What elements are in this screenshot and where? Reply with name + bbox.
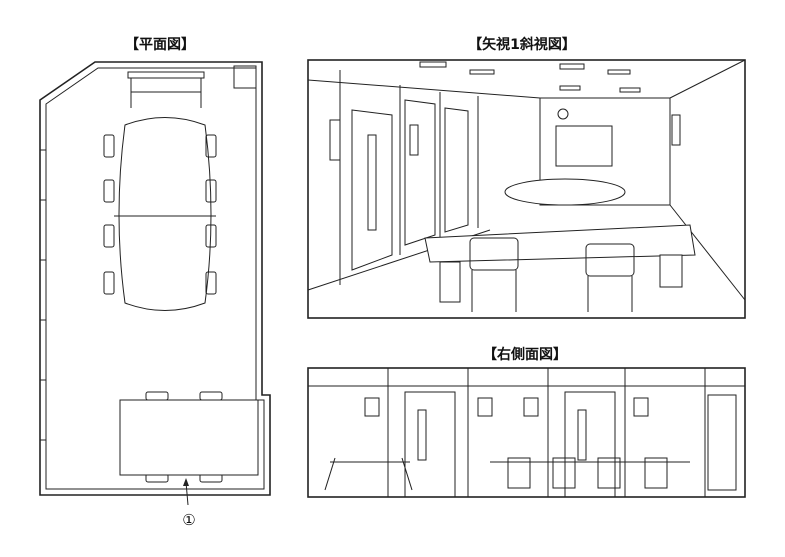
- oval-table-perspective: [504, 178, 626, 206]
- viewpoint-marker-label: ①: [182, 511, 196, 529]
- plan-view-title: 【平面図】: [125, 37, 195, 53]
- whiteboard-perspective: [555, 108, 681, 167]
- perspective-drawing: [307, 59, 746, 319]
- doors-left-wall: [329, 70, 479, 285]
- oval-table-plan: [114, 117, 216, 311]
- whiteboard-plan: [127, 71, 205, 108]
- floor-plan: [39, 61, 271, 506]
- chairs-perspective: [469, 237, 635, 312]
- side-elevation: [307, 367, 746, 498]
- front-table-perspective: [424, 224, 696, 303]
- ceiling-lights: [419, 61, 641, 93]
- side-view-title: 【右側面図】: [483, 347, 567, 363]
- wall-fixtures-plan: [40, 149, 46, 441]
- perspective-view-title: 【矢視1斜視図】: [468, 37, 576, 53]
- small-table-plan: [119, 399, 259, 476]
